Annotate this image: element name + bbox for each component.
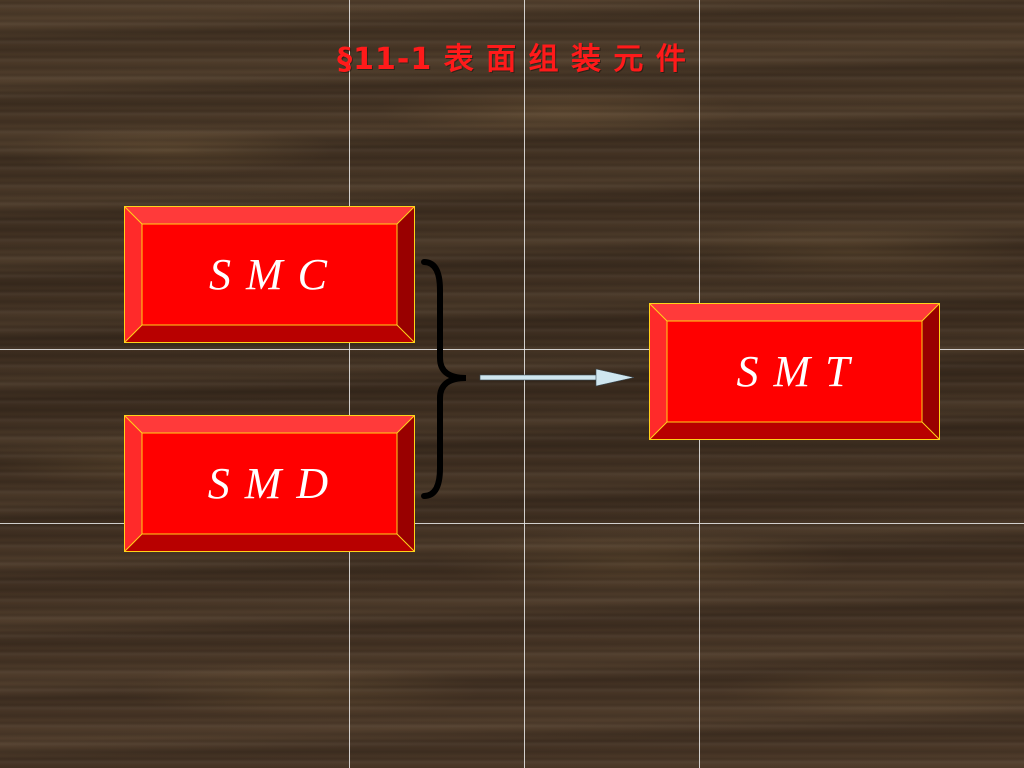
smc-label: S M C — [209, 250, 330, 299]
smd-box: S M D — [124, 415, 415, 552]
smt-label: S M T — [736, 347, 853, 396]
smc-box: S M C — [124, 206, 415, 343]
smd-label: S M D — [207, 459, 332, 508]
slide-title: §11-1 表 面 组 装 元 件 — [337, 42, 687, 77]
bevel-frame — [124, 415, 415, 552]
grid-line-horizontal — [0, 523, 1024, 524]
bevel-frame — [124, 206, 415, 343]
brace-arrow-connector — [421, 259, 635, 499]
bevel-frame — [649, 303, 940, 440]
curly-brace — [421, 259, 467, 499]
grid-line-vertical — [349, 0, 350, 768]
smt-box: S M T — [649, 303, 940, 440]
grid-line-vertical — [524, 0, 525, 768]
grid-line-horizontal — [0, 349, 1024, 350]
arrow-right-icon — [479, 368, 635, 387]
